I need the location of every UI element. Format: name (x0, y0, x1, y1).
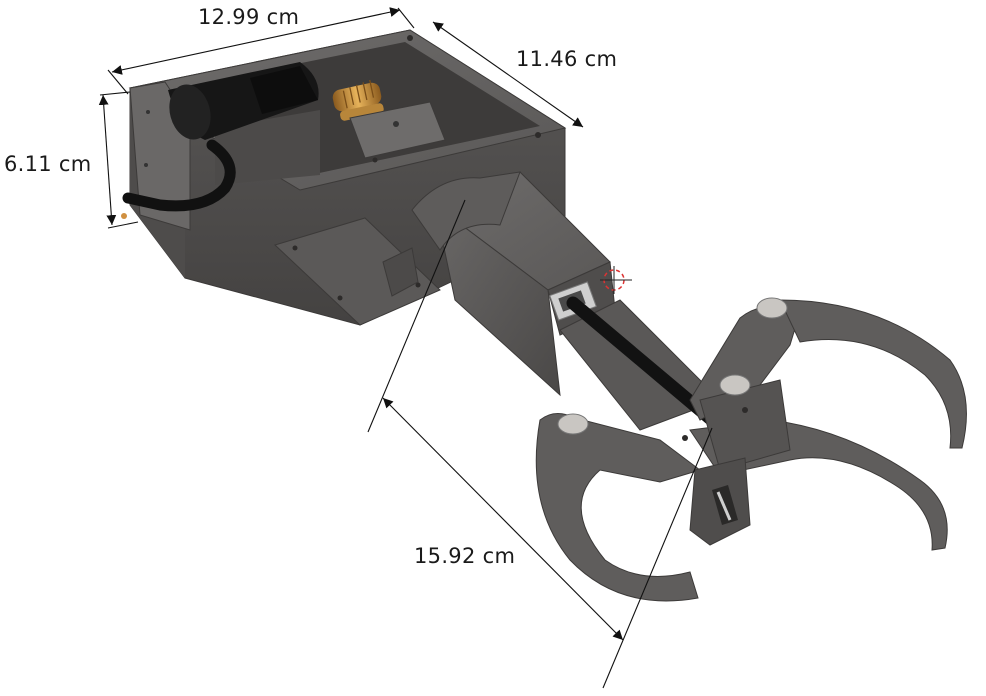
dim-line-arm-length (382, 397, 624, 641)
worm-gear[interactable] (331, 79, 446, 159)
dimension-label-depth: 11.46 cm (516, 47, 618, 71)
dim-line-height (98, 94, 117, 226)
dimension-label-width: 12.99 cm (198, 5, 300, 29)
housing-screw-holes (144, 35, 541, 301)
dim-line-depth (432, 21, 584, 128)
dim-line-width (111, 7, 401, 75)
dimension-label-height: 6.11 cm (4, 152, 92, 176)
dimension-label-arm-length: 15.92 cm (414, 544, 516, 568)
motor-cable[interactable] (121, 139, 236, 219)
push-rod[interactable] (549, 281, 719, 427)
dimension-lines (98, 7, 713, 689)
3d-cursor-icon[interactable] (600, 266, 632, 294)
motor[interactable] (163, 62, 319, 144)
